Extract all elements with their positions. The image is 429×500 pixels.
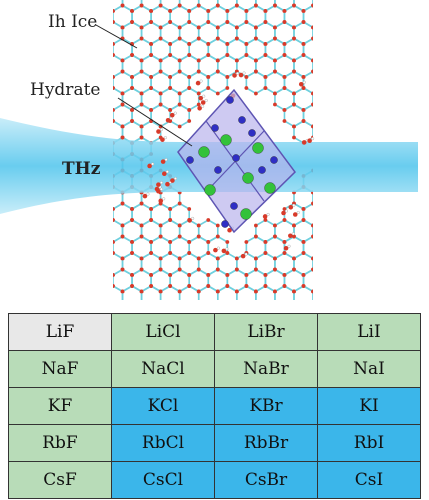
- table-cell: LiCl: [111, 313, 215, 351]
- hydrate-label: Hydrate: [30, 80, 100, 100]
- table-cell: KF: [8, 387, 112, 425]
- table-cell: RbI: [317, 424, 421, 462]
- table-cell: KCl: [111, 387, 215, 425]
- table-cell: LiI: [317, 313, 421, 351]
- table-cell: NaCl: [111, 350, 215, 388]
- hydrate-thz-diagram: Ih Ice Hydrate THz: [0, 0, 418, 300]
- table-cell: NaF: [8, 350, 112, 388]
- table-cell: RbCl: [111, 424, 215, 462]
- ions: [186, 96, 278, 228]
- table-cell: RbBr: [214, 424, 318, 462]
- table-cell: LiBr: [214, 313, 318, 351]
- ice-leader-line: [95, 24, 138, 49]
- table-cell: KI: [317, 387, 421, 425]
- table-cell: CsF: [8, 461, 112, 499]
- table-cell: CsBr: [214, 461, 318, 499]
- ice-label: Ih Ice: [48, 12, 97, 32]
- table-cell: LiF: [8, 313, 112, 351]
- table-cell: KBr: [214, 387, 318, 425]
- thz-label: THz: [62, 159, 101, 179]
- water-molecules: [142, 71, 315, 259]
- hydrate-leader-line: [117, 97, 193, 147]
- table-cell: NaI: [317, 350, 421, 388]
- table-cell: NaBr: [214, 350, 318, 388]
- table-cell: CsCl: [111, 461, 215, 499]
- table-cell: CsI: [317, 461, 421, 499]
- table-cell: RbF: [8, 424, 112, 462]
